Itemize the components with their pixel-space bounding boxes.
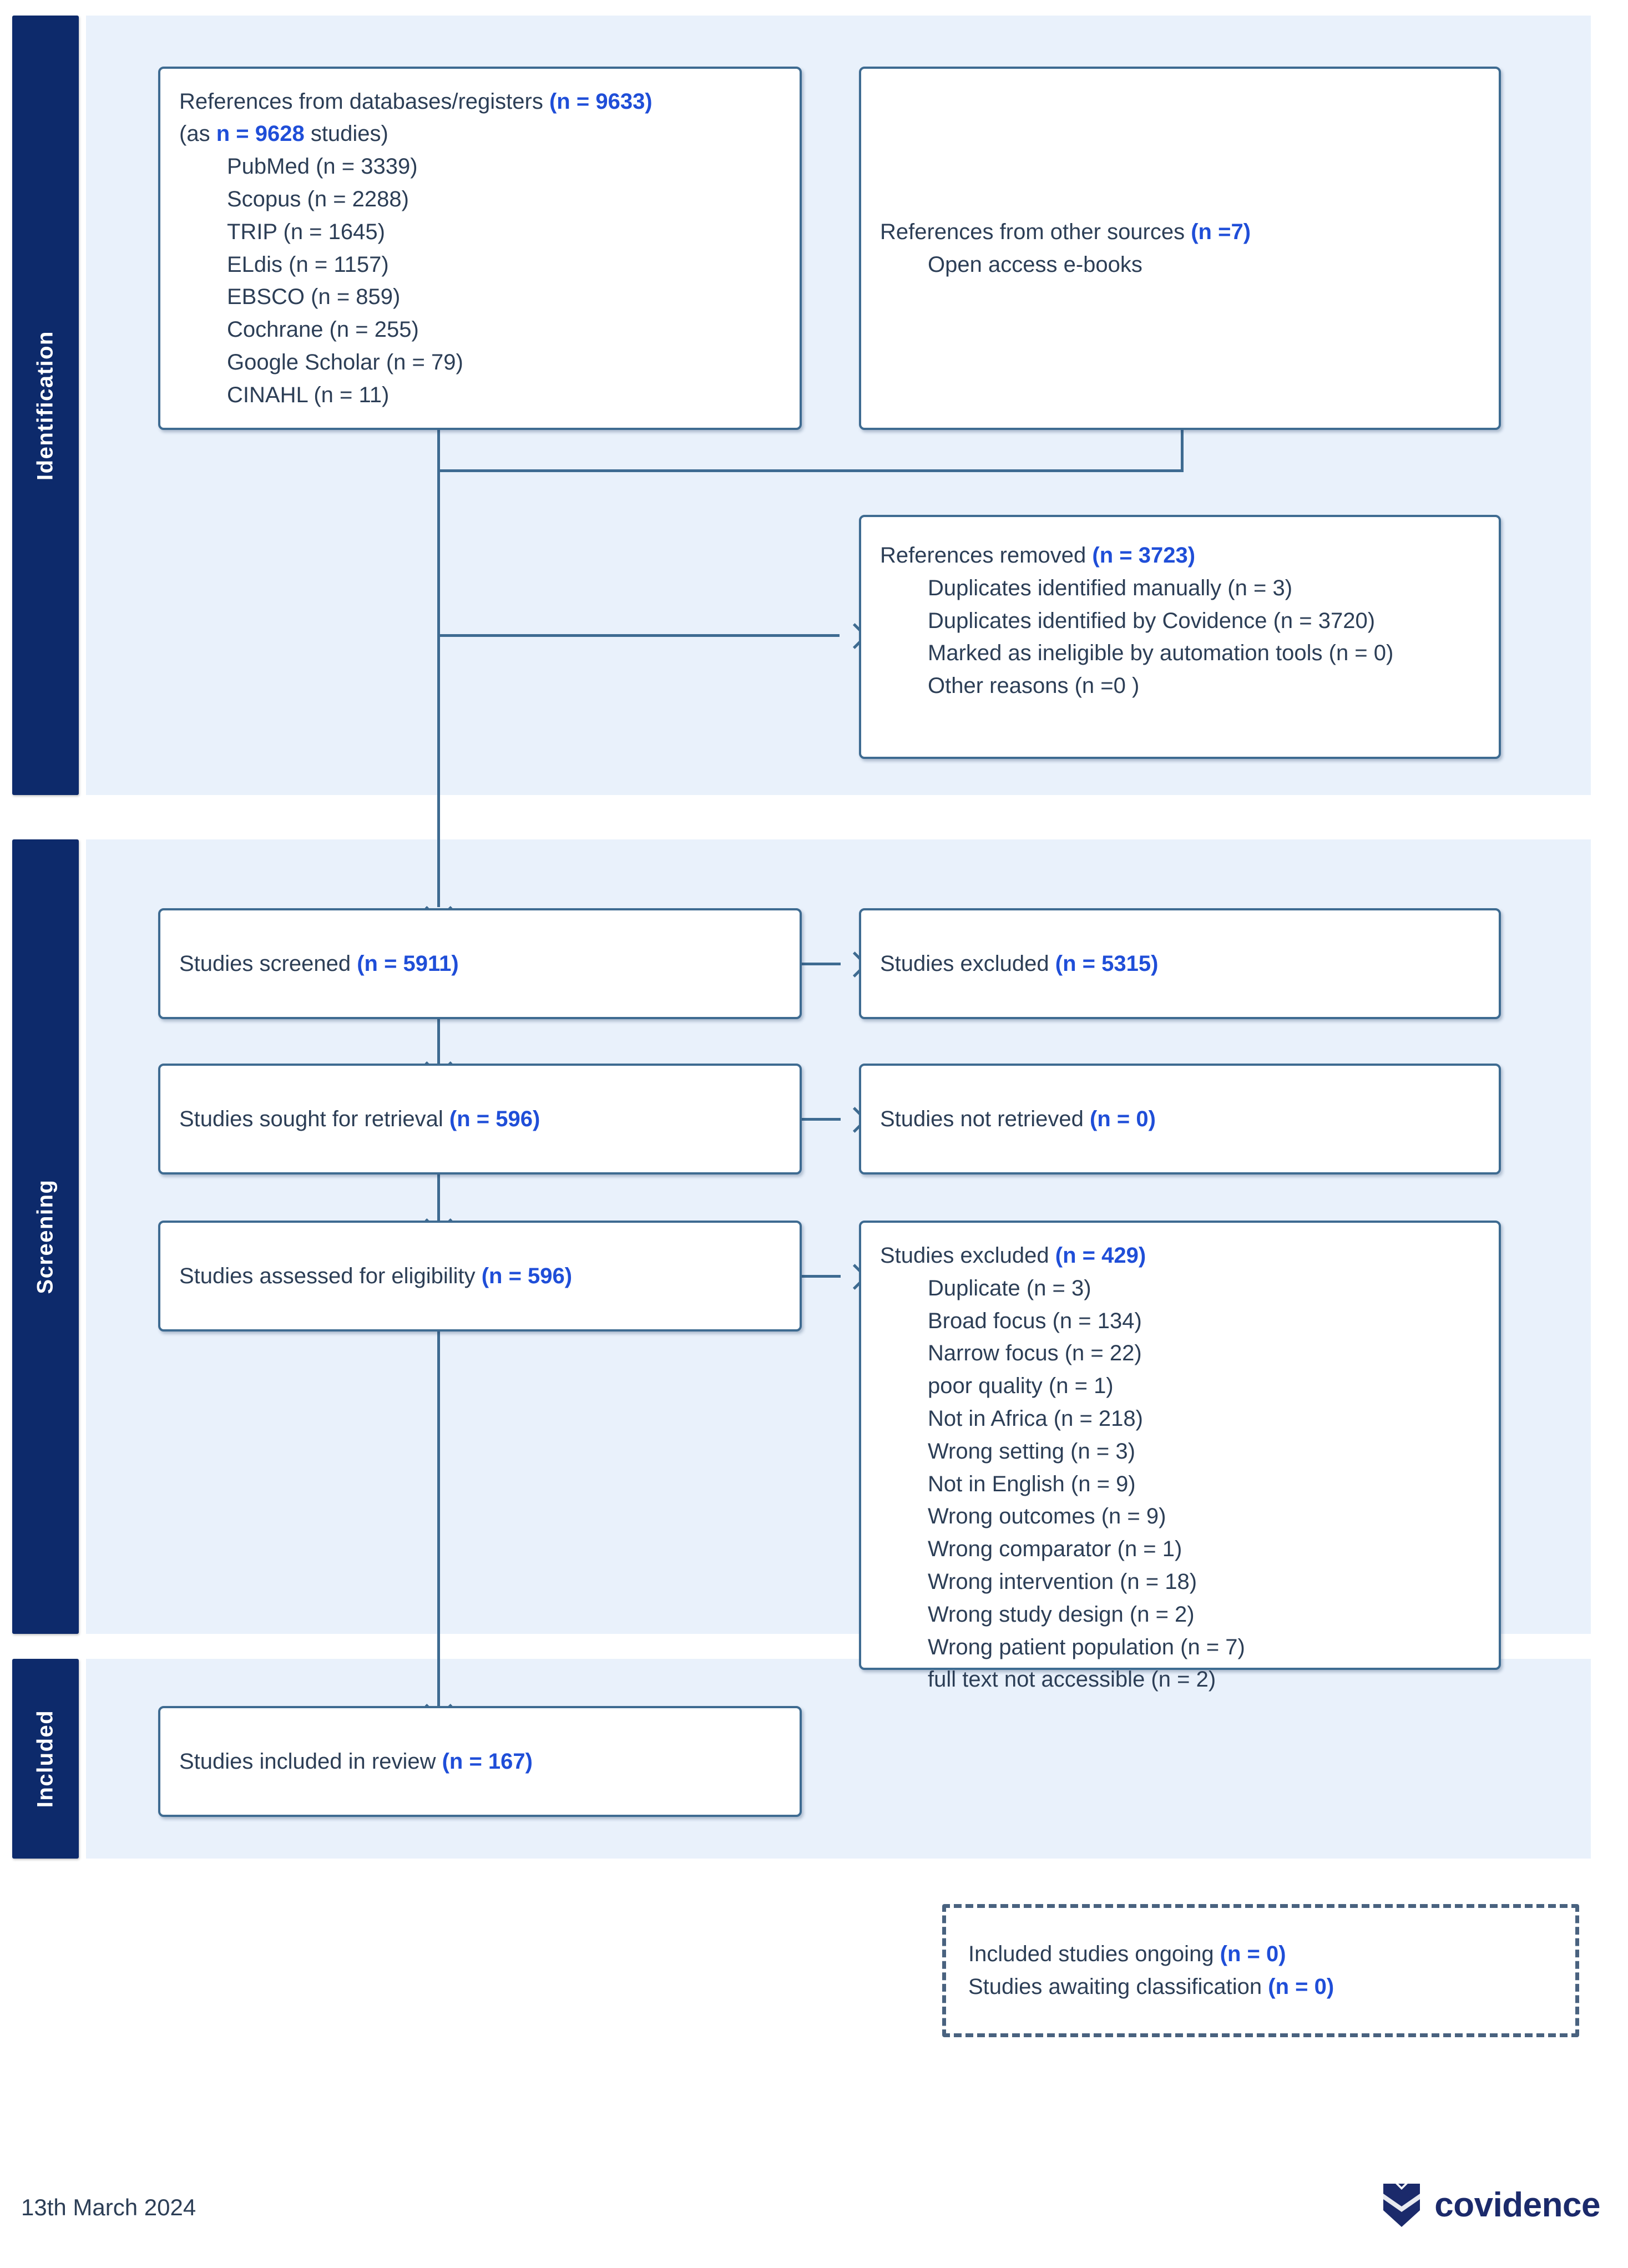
covidence-shield-icon — [1381, 2180, 1422, 2229]
removed-item: Other reasons (n =0 ) — [928, 674, 1140, 698]
removed-heading: References removed (n = 3723) — [880, 539, 1480, 572]
db-source-item: CINAHL (n = 11) — [227, 382, 390, 407]
removed-heading-text: References removed — [880, 543, 1093, 568]
excluded-reason: Wrong intervention (n = 18) — [928, 1569, 1197, 1594]
screened-heading-text: Studies screened — [179, 951, 357, 976]
db-source-item: PubMed (n = 3339) — [227, 154, 418, 179]
assessed-heading-text: Studies assessed for eligibility — [179, 1263, 482, 1288]
excluded-reason: Wrong study design (n = 2) — [928, 1602, 1195, 1627]
connector-db-down — [437, 430, 440, 596]
excluded-screen-heading-text: Studies excluded — [880, 951, 1055, 976]
box-studies-excluded-screening: Studies excluded (n = 5315) — [859, 908, 1501, 1019]
excluded-reason: Wrong outcomes (n = 9) — [928, 1504, 1166, 1529]
removed-heading-count: (n = 3723) — [1092, 543, 1196, 568]
db-subheading-count: n = 9628 — [216, 122, 305, 146]
connector-merge-horizontal — [437, 469, 1184, 472]
connector-screened-to-sought — [437, 1019, 440, 1064]
notretrieved-heading-text: Studies not retrieved — [880, 1106, 1090, 1131]
excluded-elig-heading-count: (n = 429) — [1055, 1243, 1146, 1268]
excluded-screen-heading-count: (n = 5315) — [1055, 951, 1159, 976]
covidence-logo: covidence — [1381, 2180, 1600, 2229]
covidence-wordmark: covidence — [1434, 2185, 1600, 2224]
other-source-item: Open access e-books — [928, 252, 1142, 277]
db-source-item: Cochrane (n = 255) — [227, 317, 419, 342]
box-studies-not-retrieved: Studies not retrieved (n = 0) — [859, 1064, 1501, 1174]
removed-item: Duplicates identified by Covidence (n = … — [928, 608, 1376, 633]
db-subheading-pre: (as — [179, 122, 216, 146]
stage-label-screening: Screening — [12, 839, 79, 1634]
connector-spine-to-screened — [437, 596, 440, 907]
db-source-item: Google Scholar (n = 79) — [227, 350, 463, 374]
assessed-heading-count: (n = 596) — [481, 1263, 573, 1288]
box-references-removed: References removed (n = 3723) Duplicates… — [859, 515, 1501, 759]
box-studies-sought-for-retrieval: Studies sought for retrieval (n = 596) — [158, 1064, 802, 1174]
sought-heading: Studies sought for retrieval (n = 596) — [179, 1103, 781, 1136]
excluded-elig-heading-text: Studies excluded — [880, 1243, 1055, 1268]
db-subheading: (as n = 9628 studies) — [179, 118, 781, 150]
included-heading-text: Studies included in review — [179, 1749, 442, 1774]
box-references-from-other-sources: References from other sources (n =7) Ope… — [859, 67, 1501, 430]
connector-screened-to-excluded — [802, 963, 841, 965]
sought-heading-count: (n = 596) — [449, 1106, 540, 1131]
db-source-item: Scopus (n = 2288) — [227, 186, 409, 211]
screened-heading-count: (n = 5911) — [357, 951, 459, 976]
other-heading-count: (n =7) — [1191, 219, 1251, 244]
excluded-screen-heading: Studies excluded (n = 5315) — [880, 948, 1480, 980]
included-heading-count: (n = 167) — [442, 1749, 533, 1774]
screened-heading: Studies screened (n = 5911) — [179, 948, 781, 980]
ongoing-line-1-count: (n = 0) — [1220, 1942, 1286, 1967]
connector-assessed-to-included — [437, 1332, 440, 1706]
included-heading: Studies included in review (n = 167) — [179, 1745, 781, 1778]
other-heading: References from other sources (n =7) — [880, 216, 1480, 249]
excluded-reason: Duplicate (n = 3) — [928, 1275, 1091, 1300]
removed-item: Marked as ineligible by automation tools… — [928, 641, 1394, 666]
db-heading-count: (n = 9633) — [549, 89, 653, 114]
stage-label-included: Included — [12, 1659, 79, 1859]
ongoing-line-2: Studies awaiting classification (n = 0) — [968, 1971, 1553, 2003]
excluded-reason: poor quality (n = 1) — [928, 1374, 1114, 1399]
db-source-item: EBSCO (n = 859) — [227, 285, 401, 310]
ongoing-line-2-count: (n = 0) — [1268, 1975, 1334, 1999]
excluded-reason: Broad focus (n = 134) — [928, 1308, 1142, 1333]
stage-label-identification: Identification — [12, 16, 79, 795]
ongoing-line-1: Included studies ongoing (n = 0) — [968, 1938, 1553, 1971]
db-heading: References from databases/registers (n =… — [179, 85, 781, 118]
stage-label-included-text: Included — [33, 1709, 58, 1808]
other-heading-text: References from other sources — [880, 219, 1191, 244]
box-references-from-databases: References from databases/registers (n =… — [158, 67, 802, 430]
excluded-reason: Not in Africa (n = 218) — [928, 1406, 1143, 1431]
notretrieved-heading: Studies not retrieved (n = 0) — [880, 1103, 1480, 1136]
connector-other-down — [1181, 430, 1184, 472]
connector-to-removed — [437, 634, 840, 637]
excluded-reason: Wrong patient population (n = 7) — [928, 1634, 1245, 1659]
stage-label-screening-text: Screening — [33, 1179, 58, 1294]
excluded-reason: Narrow focus (n = 22) — [928, 1341, 1142, 1366]
stage-label-identification-text: Identification — [33, 330, 58, 480]
connector-sought-to-assessed — [437, 1174, 440, 1221]
box-studies-excluded-eligibility: Studies excluded (n = 429) Duplicate (n … — [859, 1221, 1501, 1692]
ongoing-line-1-text: Included studies ongoing — [968, 1942, 1220, 1967]
box-studies-included-in-review: Studies included in review (n = 167) — [158, 1706, 802, 1817]
excluded-reason: full text not accessible (n = 2) — [928, 1667, 1216, 1692]
connector-sought-to-notretrieved — [802, 1118, 841, 1121]
excluded-elig-heading: Studies excluded (n = 429) — [880, 1239, 1480, 1272]
excluded-reason: Not in English (n = 9) — [928, 1471, 1136, 1496]
box-studies-screened: Studies screened (n = 5911) — [158, 908, 802, 1019]
ongoing-line-2-text: Studies awaiting classification — [968, 1975, 1268, 1999]
box-studies-assessed-for-eligibility: Studies assessed for eligibility (n = 59… — [158, 1221, 802, 1332]
db-heading-text: References from databases/registers — [179, 89, 549, 114]
connector-assessed-to-excluded — [802, 1275, 841, 1278]
box-ongoing-and-awaiting-classification: Included studies ongoing (n = 0) Studies… — [942, 1904, 1579, 2037]
db-source-item: ELdis (n = 1157) — [227, 252, 389, 277]
db-source-item: TRIP (n = 1645) — [227, 219, 385, 244]
notretrieved-heading-count: (n = 0) — [1090, 1106, 1156, 1131]
sought-heading-text: Studies sought for retrieval — [179, 1106, 449, 1131]
footer-date: 13th March 2024 — [21, 2194, 196, 2220]
excluded-reason: Wrong comparator (n = 1) — [928, 1537, 1182, 1562]
assessed-heading: Studies assessed for eligibility (n = 59… — [179, 1260, 781, 1293]
db-subheading-post: studies) — [304, 122, 388, 146]
removed-item: Duplicates identified manually (n = 3) — [928, 575, 1293, 600]
excluded-reason: Wrong setting (n = 3) — [928, 1439, 1135, 1464]
